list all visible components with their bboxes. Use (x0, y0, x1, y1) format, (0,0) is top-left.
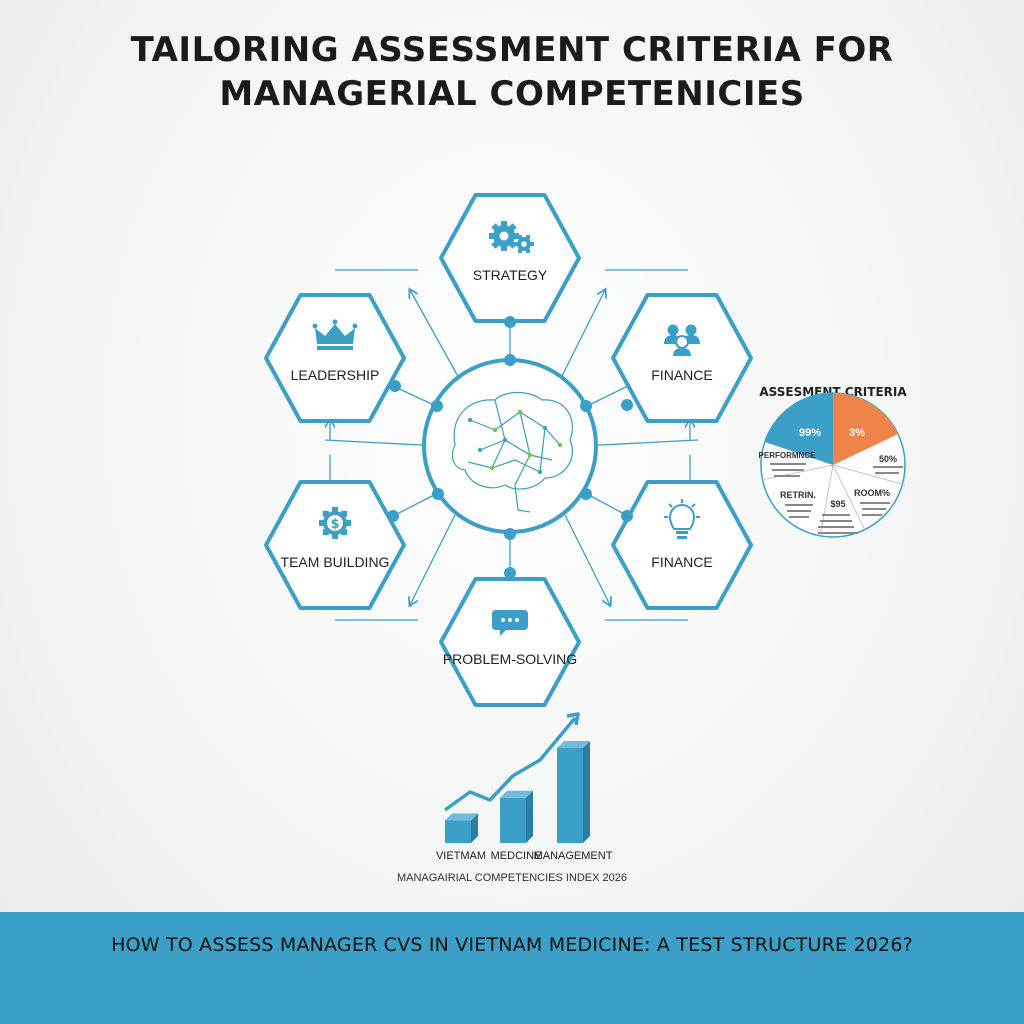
hex-node-finance-top: FINANCE (611, 293, 753, 423)
hex-node-team-building: $ TEAM BUILDING (264, 480, 406, 610)
pie-label-blue: 99% (799, 427, 821, 439)
hex-label-team-building: TEAM BUILDING (281, 554, 390, 570)
hex-label-finance-top: FINANCE (651, 367, 712, 383)
hex-node-leadership: LEADERSHIP (264, 293, 406, 423)
connector-dots (387, 316, 633, 579)
bar-1 (445, 813, 478, 843)
bar-label-2: MEDCINE (491, 850, 542, 862)
competency-diagram: STRATEGY LEADERSHIP FINANCE $ TEAM BUILDING F… (264, 193, 907, 862)
trend-line (443, 716, 577, 812)
bar-label-3: MANAGEMENT (534, 850, 613, 862)
center-node (422, 358, 598, 534)
title-line-1: TAILORING ASSESSMENT CRITERIA FOR (130, 30, 894, 70)
pie-label-50: 50% (879, 454, 897, 464)
people-icon (664, 324, 700, 356)
pie-label-room: ROOM% (854, 488, 890, 498)
svg-text:$: $ (330, 517, 339, 532)
pie-slice-orange (833, 393, 898, 465)
bar-3 (557, 741, 590, 843)
crown-icon (312, 319, 358, 350)
hex-node-finance-bottom: FINANCE (611, 480, 753, 610)
trend-arrow-icon (566, 712, 580, 726)
bottom-banner (0, 912, 1024, 1024)
pie-label-performance: PERFORMNCE (759, 451, 817, 460)
page-title: TAILORING ASSESSMENT CRITERIA FOR MANAGE… (0, 28, 1024, 116)
pie-label-orange: 3% (849, 427, 865, 439)
hex-label-leadership: LEADERSHIP (291, 367, 380, 383)
brain-network-icon (451, 391, 573, 513)
bar-label-1: VIETMAM (436, 850, 486, 862)
pie-label-95: $95 (830, 499, 845, 509)
hex-label-strategy: STRATEGY (473, 267, 548, 283)
pie-label-retrin: RETRIN. (780, 490, 816, 500)
hex-node-strategy: STRATEGY (439, 193, 581, 323)
hex-node-problem-solving: PROBLEM-SOLVING (439, 577, 581, 707)
chat-bubble-icon (492, 610, 528, 636)
title-line-2: MANAGERIAL COMPETENICIES (219, 74, 805, 114)
dollar-gear-icon: $ (319, 507, 351, 539)
hex-label-finance-bottom: FINANCE (651, 554, 712, 570)
banner-text: HOW TO ASSESS MANAGER CVS IN VIETNAM MED… (111, 934, 913, 956)
hex-label-problem-solving: PROBLEM-SOLVING (443, 651, 577, 667)
assessment-criteria-pie: ASSESMENT CRITERIA 99% 3% 50% ROOM% $95 … (759, 385, 907, 538)
chart-caption: MANAGAIRIAL COMPETENCIES INDEX 2026 (396, 872, 628, 884)
bar-2 (500, 790, 533, 843)
lightbulb-icon (664, 499, 700, 539)
pie-filler-text (770, 463, 903, 534)
pie-slice-blue (765, 393, 833, 465)
pie-title: ASSESMENT CRITERIA (759, 385, 907, 399)
